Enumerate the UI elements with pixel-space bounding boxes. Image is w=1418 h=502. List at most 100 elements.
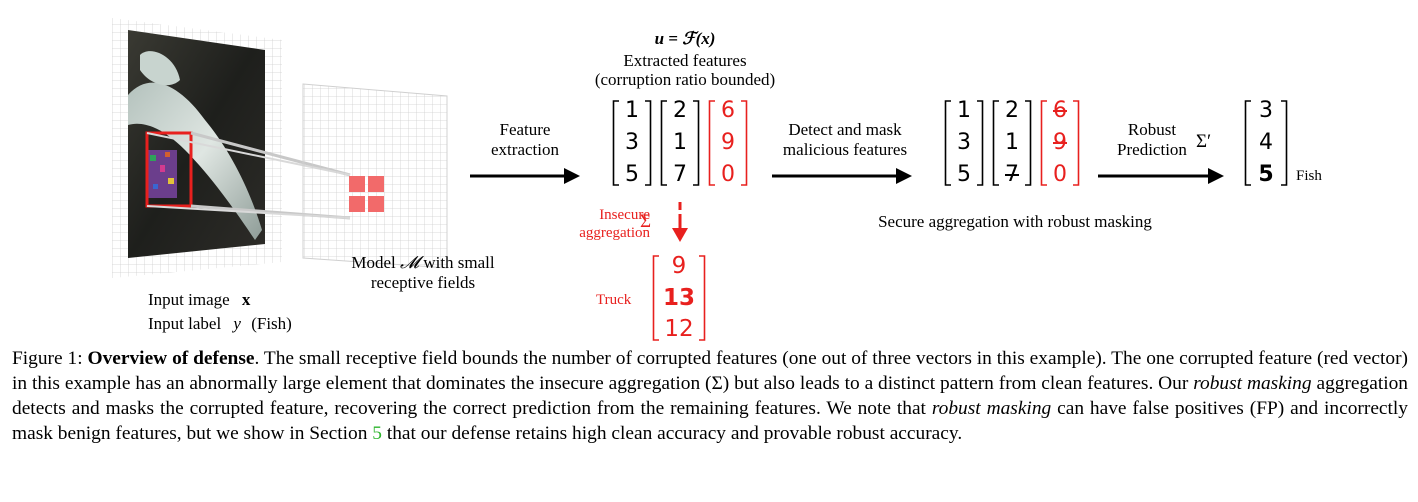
right-bracket xyxy=(645,100,652,186)
insecure-label: Insecure aggregation xyxy=(560,206,650,242)
vector-cell: 12 xyxy=(664,316,694,342)
caption-emphasis-1: robust masking xyxy=(1193,373,1312,394)
vector-cell: 1 xyxy=(625,98,639,123)
fish-label: Fish xyxy=(1296,168,1322,184)
caption-figure-label: Figure 1: xyxy=(12,348,83,369)
input-image-text: Input image xyxy=(148,290,230,309)
insecure-arrow xyxy=(672,202,688,242)
left-bracket xyxy=(992,100,999,186)
left-bracket xyxy=(708,100,715,186)
feature-extraction-line2: extraction xyxy=(491,140,559,159)
vector-cell: 6 xyxy=(721,98,735,123)
vector-cell: 6 xyxy=(1053,98,1067,123)
detect-line2: malicious features xyxy=(782,140,908,159)
robust-output-vector: 3 4 5 xyxy=(1244,98,1288,187)
feature-extraction-line1: Feature xyxy=(499,120,551,139)
left-bracket xyxy=(652,255,659,341)
model-suffix: with small xyxy=(423,253,495,272)
right-bracket xyxy=(1281,100,1288,186)
input-label-label: Input label y (Fish) xyxy=(148,314,292,334)
robust-output: 3 4 5 xyxy=(1244,98,1288,187)
right-bracket xyxy=(1025,100,1032,186)
detect-arrow xyxy=(772,168,912,184)
model-symbol: 𝓜 xyxy=(400,253,420,272)
left-bracket xyxy=(660,100,667,186)
insecure-line1: Insecure xyxy=(599,207,650,223)
vector-cell: 1 xyxy=(1005,130,1019,155)
vector-cell: 3 xyxy=(1259,98,1273,123)
vector-cell: 3 xyxy=(625,130,639,155)
secure-aggregation-label: Secure aggregation with robust masking xyxy=(878,212,1152,231)
input-label-class: (Fish) xyxy=(251,314,292,333)
robust-line1: Robust xyxy=(1127,120,1177,139)
input-label-symbol: y xyxy=(233,314,241,333)
model-label-line1: Model 𝓜 with small xyxy=(338,253,508,273)
input-image xyxy=(112,18,448,278)
right-bracket xyxy=(693,100,700,186)
vector-cell: 1 xyxy=(957,98,971,123)
model-label: Model 𝓜 with small receptive fields xyxy=(338,253,508,293)
feature-extraction-arrow xyxy=(470,168,580,184)
extracted-line1: Extracted features xyxy=(623,51,747,70)
model-label-line2: receptive fields xyxy=(370,273,476,292)
right-bracket xyxy=(1073,100,1080,186)
input-image-symbol: x xyxy=(241,290,251,309)
feature-extraction-label: Feature extraction xyxy=(470,120,580,160)
vector-cell: 4 xyxy=(1259,130,1273,155)
caption-text-3: can have false positives (FP) and incorr… xyxy=(12,398,1408,444)
caption-text-4: that our defense retains high clean accu… xyxy=(381,423,963,444)
input-image-label: Input image x xyxy=(148,290,250,310)
feature-vector-corrupted: 6 9 0 xyxy=(708,98,748,187)
vector-cell: 1 xyxy=(673,130,687,155)
left-bracket xyxy=(612,100,619,186)
insecure-output: 9 13 12 xyxy=(652,253,706,342)
model-prefix: Model xyxy=(351,253,396,272)
figure-caption: Figure 1: Overview of defense. The small… xyxy=(12,346,1408,446)
caption-title: Overview of defense xyxy=(87,348,255,369)
vector-cell: 9 xyxy=(721,130,735,155)
caption-emphasis-2: robust masking xyxy=(931,398,1052,419)
vector-cell: 3 xyxy=(957,130,971,155)
overview-figure: Input image x Input label y (Fish) Model… xyxy=(112,18,1322,342)
vector-cell: 2 xyxy=(673,98,687,123)
right-bracket xyxy=(977,100,984,186)
feature-vector-2: 2 1 7 xyxy=(660,98,700,187)
robust-line2: Prediction xyxy=(1117,140,1187,159)
detect-line1: Detect and mask xyxy=(788,120,902,139)
vector-cell: 5 xyxy=(1258,162,1274,187)
vector-cell: 7 xyxy=(1005,162,1019,187)
robust-arrow xyxy=(1098,168,1224,184)
robust-label: Robust Prediction xyxy=(1112,120,1192,160)
insecure-line2: aggregation xyxy=(579,225,650,241)
left-bracket xyxy=(1244,100,1251,186)
left-bracket xyxy=(1040,100,1047,186)
caption-text-1: . The small receptive field bounds the n… xyxy=(12,348,1408,394)
left-bracket xyxy=(944,100,951,186)
insecure-output-vector: 9 13 12 xyxy=(652,253,706,342)
truck-label: Truck xyxy=(596,292,632,308)
extracted-feature-vectors: 1 3 5 2 1 7 6 9 0 xyxy=(612,98,752,187)
masked-vector-1: 1 3 5 xyxy=(944,98,984,187)
vector-cell: 7 xyxy=(673,162,687,187)
extracted-line2: (corruption ratio bounded) xyxy=(594,70,776,89)
vector-cell: 5 xyxy=(957,162,971,187)
input-label-text: Input label xyxy=(148,314,222,333)
vector-cell: 2 xyxy=(1005,98,1019,123)
robust-sigma: Σ′ xyxy=(1196,131,1212,152)
right-bracket xyxy=(699,255,706,341)
detect-label: Detect and mask malicious features xyxy=(770,120,920,160)
vector-cell: 0 xyxy=(721,162,735,187)
vector-cell: 13 xyxy=(662,284,695,311)
caption-text-2: aggregation detects and masks the corrup… xyxy=(12,373,1408,419)
right-bracket xyxy=(741,100,748,186)
vector-cell: 9 xyxy=(1053,130,1067,155)
insecure-sigma: Σ xyxy=(640,211,652,232)
masked-vector-2: 2 1 7 xyxy=(992,98,1032,187)
vector-cell: 9 xyxy=(671,253,687,279)
vector-cell: 5 xyxy=(625,162,639,187)
section-link[interactable]: 5 xyxy=(372,423,382,444)
feature-vector-1: 1 3 5 xyxy=(612,98,652,187)
extracted-formula: u = ℱ(x) xyxy=(654,29,716,48)
